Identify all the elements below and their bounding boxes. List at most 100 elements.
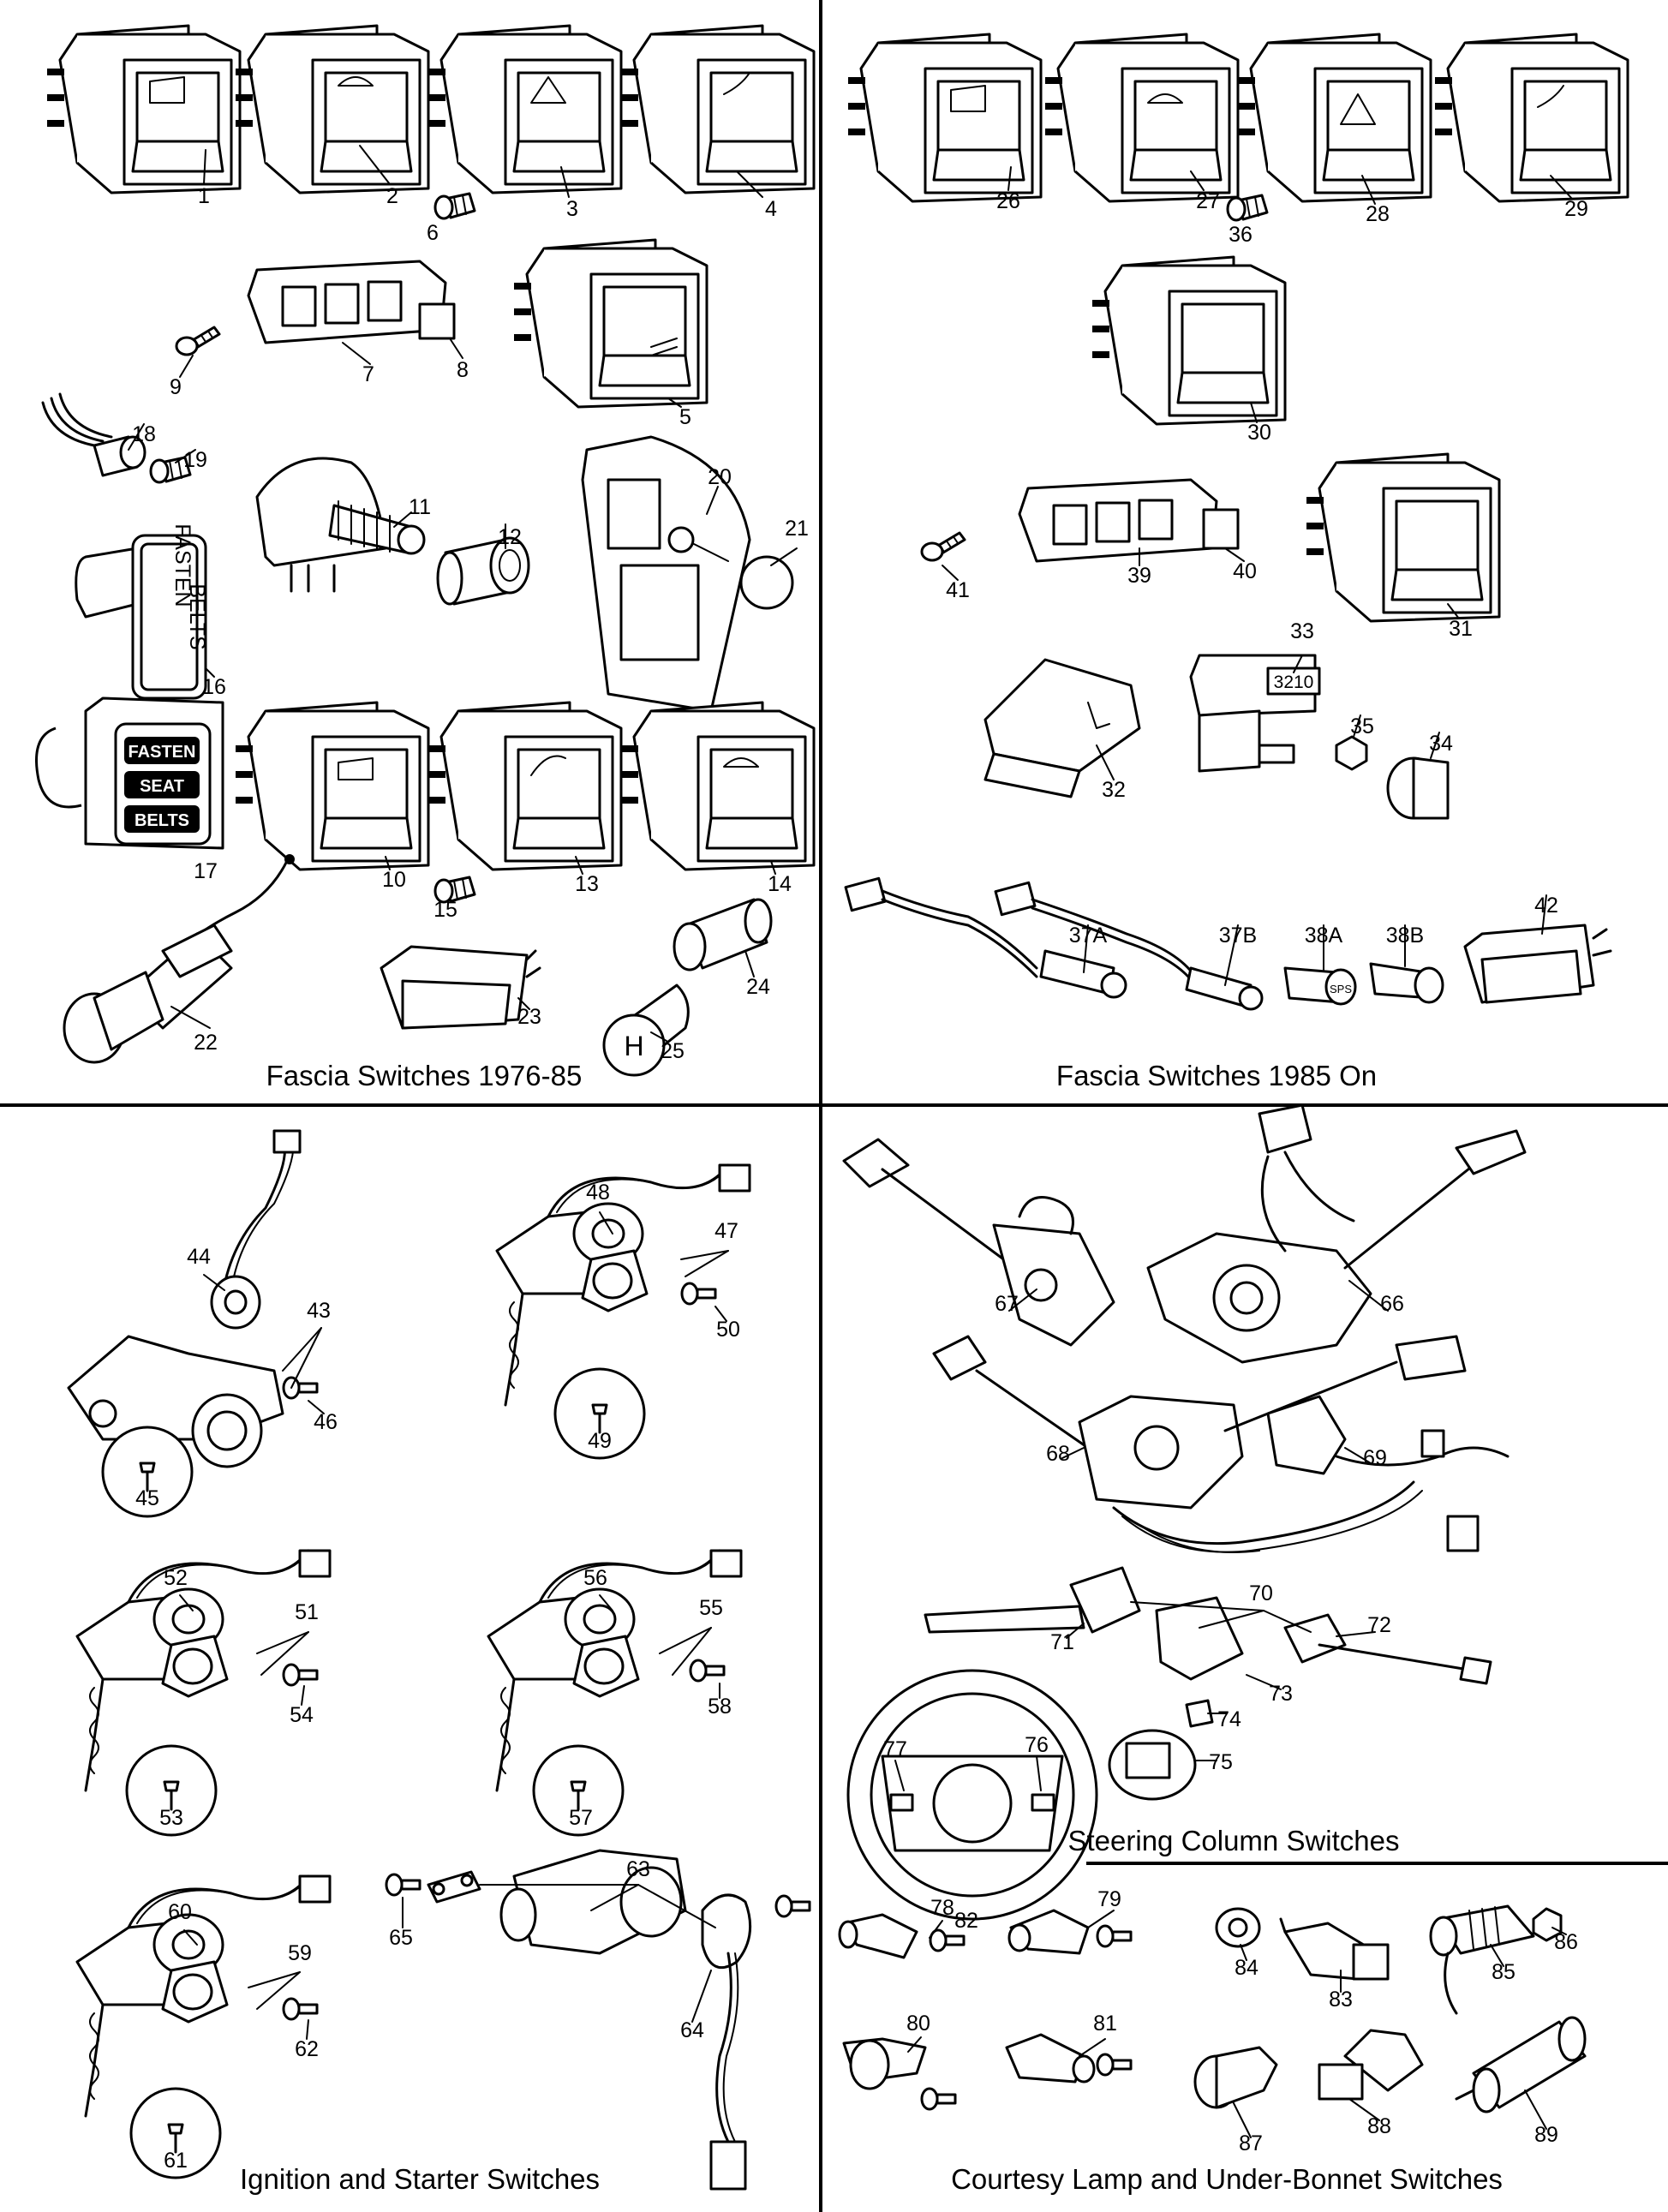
part-number-label: 86 [1554,1930,1578,1954]
part-number-label: 15 [433,898,457,922]
part-number-label: 39 [1127,564,1151,588]
part-number-label: 26 [996,189,1020,213]
leader-line [1224,547,1245,562]
pressure-switch-88 [1318,2029,1424,2101]
leader-line [1130,1601,1264,1611]
under-bonnet-switch-83 [1279,1917,1390,1981]
fog-lamp-switch [512,238,708,409]
leader-line [1353,714,1361,738]
leader-line [1447,603,1460,619]
leader-line [359,145,391,185]
part-number-label: 16 [202,675,226,699]
part-number-label: 2 [386,184,398,208]
part-number-label: 37B [1219,924,1257,948]
leader-line [685,1250,729,1277]
leader-line [342,342,371,365]
part-number-label: 32 [1102,778,1126,802]
leader-line [128,423,145,451]
caption-steering-column: Steering Column Switches [1067,1825,1399,1856]
part-number-label: 20 [708,465,732,489]
leader-line [770,547,798,566]
part-number-label: 78 [930,1896,954,1920]
harness-37b [994,881,1264,1011]
part-number-label: 41 [946,578,970,602]
part-number-label: 35 [1350,714,1374,738]
part-number-label: 42 [1534,894,1558,918]
part-number-label: 10 [382,868,406,892]
leader-line [1233,2102,1252,2138]
q1-rocker-switch-row [45,24,816,194]
leader-line [599,1211,613,1235]
fasten-belts-lamp: FASTEN BELTS [75,523,209,700]
leader-line [770,860,776,875]
fasten-seat-belts-warning: FASTEN SEAT BELTS [35,696,224,850]
steering-wheel [846,1669,1098,1921]
hazard-switch-body [983,658,1141,798]
leader-line [1224,924,1239,986]
leader-line [1190,170,1205,191]
belts-label: BELTS [135,811,189,830]
leader-line [1083,924,1089,973]
part-number-label: 72 [1367,1613,1391,1637]
part-number-label: 79 [1097,1887,1121,1911]
leader-line [680,1250,729,1260]
part-number-label: 6 [427,221,439,245]
leader-line [1263,1610,1312,1633]
part-number-label: 61 [164,2149,188,2173]
blank-switch-plate [418,302,456,340]
part-number-label: 38B [1386,924,1424,948]
part-number-label: 8 [457,358,469,382]
leader-line [393,511,412,528]
leader-line [1348,2098,1380,2121]
leader-line [942,565,959,581]
cigar-lighter [63,854,295,1064]
part-number-label: 34 [1429,732,1453,756]
part-number-label: 52 [164,1566,188,1590]
switch-23 [380,945,541,1030]
part-number-label: 81 [1093,2012,1117,2036]
screw-icon [920,531,966,562]
leader-line [650,1031,667,1042]
grub-screw [282,1663,319,1687]
leader-line [1430,732,1440,759]
leader-line [179,1594,194,1611]
part-number-label: 82 [954,1909,978,1933]
leader-line [575,856,583,875]
leader-line [1036,1755,1042,1791]
leader-line [1199,1610,1264,1629]
part-number-label: 36 [1229,223,1252,247]
part-number-label: 56 [583,1566,607,1590]
sps-label: SPS [1330,983,1352,995]
part-number-label: 11 [409,495,431,519]
switch-44-harness [210,1129,302,1330]
leader-line [590,1884,639,1911]
part-number-label: 50 [716,1318,740,1342]
leader-line [183,1929,198,1946]
leader-line [282,1327,322,1372]
part-number-label: 19 [183,448,207,472]
grub-screw [689,1659,726,1683]
part-number-label: 60 [168,1900,192,1924]
part-number-label: 37A [1069,924,1108,948]
part-number-label: 65 [389,1926,413,1950]
leader-line [385,856,391,870]
part-number-label: 84 [1235,1956,1258,1980]
leader-line [1541,894,1547,935]
column-switch-66 [1146,1103,1527,1364]
leader-line [179,355,194,378]
part-number-label: 69 [1363,1446,1387,1470]
part-number-label: 46 [314,1410,338,1434]
leader-line [260,1631,309,1676]
part-number-label: 21 [785,517,809,541]
knob [1386,756,1450,820]
wired-lamp-holder [41,392,146,477]
switch-panel [1018,478,1218,563]
holder-38a: SPS [1283,966,1357,1006]
pressure-switch-87 [1193,2046,1278,2109]
part-number-label: 9 [170,375,182,399]
fasten-label-vertical: FASTEN [170,523,194,607]
leader-line [1361,175,1376,205]
courtesy-switch-78 [838,1913,966,1959]
part-number-label: 14 [768,872,792,896]
